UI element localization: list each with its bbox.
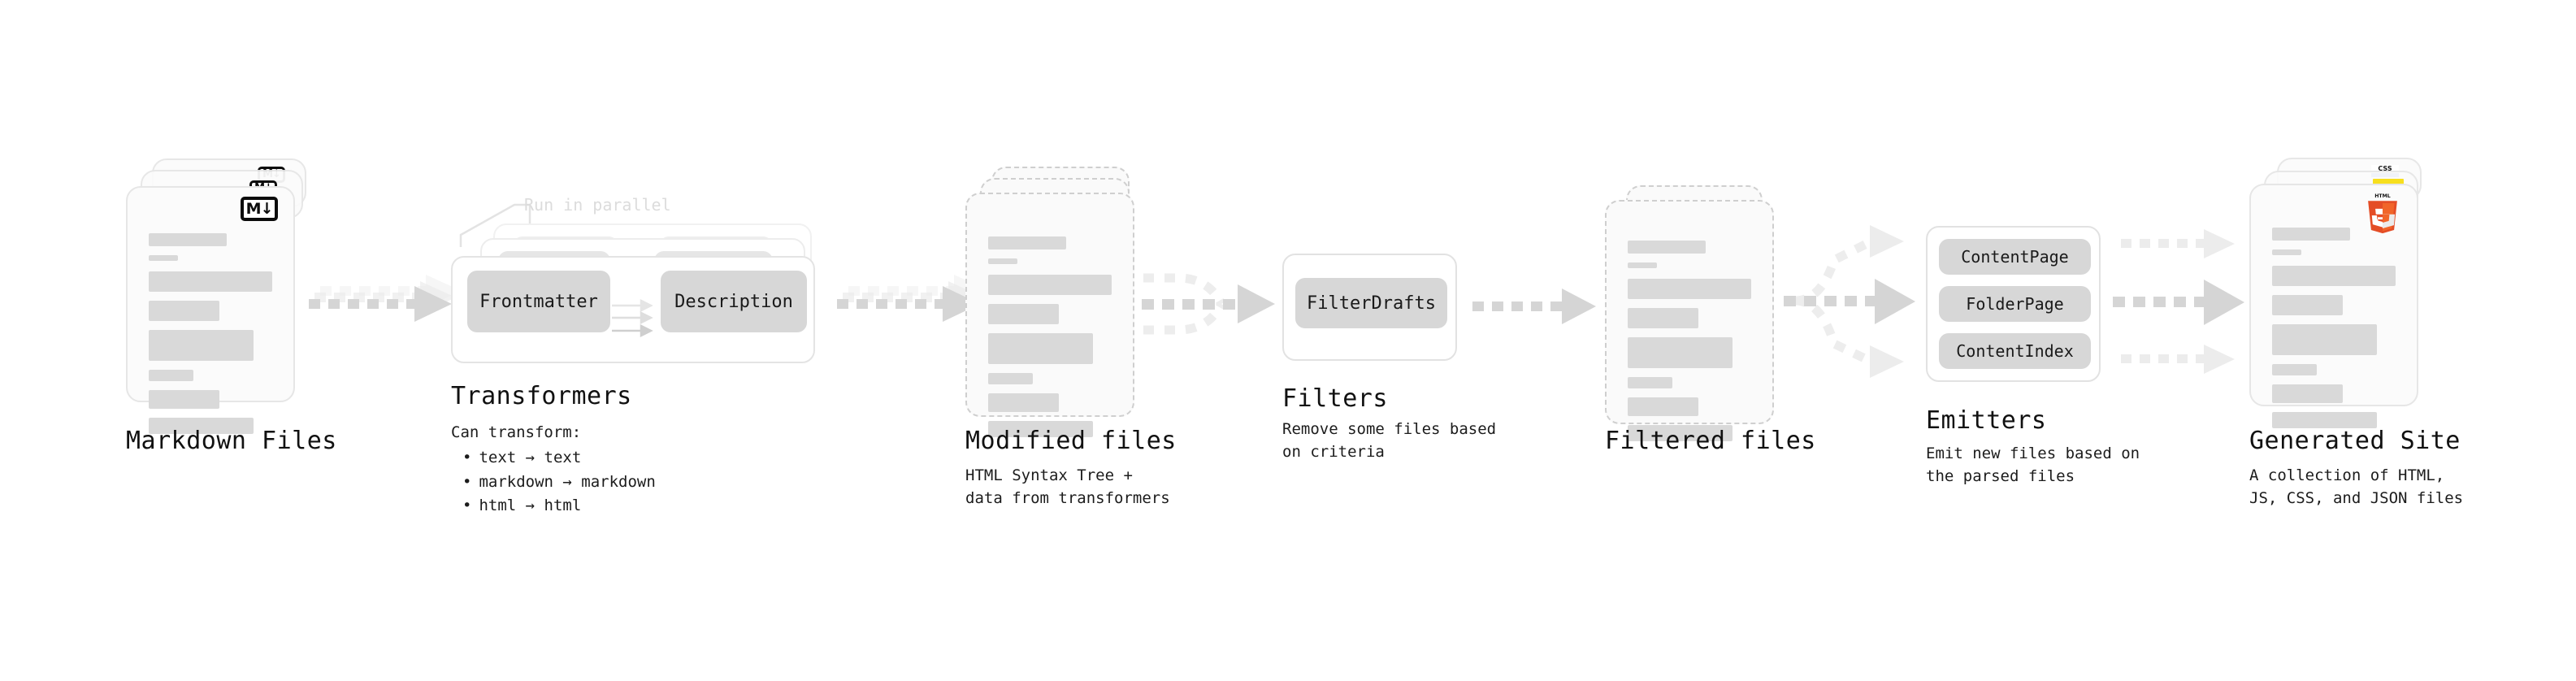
filtered-files-stack bbox=[1605, 185, 1808, 441]
transformer-chip-frontmatter-label: Frontmatter bbox=[479, 291, 598, 312]
markdown-files-title: Markdown Files bbox=[126, 427, 337, 455]
content-bar bbox=[988, 258, 1018, 264]
emitters-chip-contentindex-label: ContentIndex bbox=[1956, 341, 2074, 361]
content-bar bbox=[1628, 397, 1698, 416]
arrow-filtered-to-emitters bbox=[1784, 225, 1915, 378]
arrow-markdown-to-transformers bbox=[309, 275, 462, 322]
content-bar bbox=[988, 393, 1059, 412]
transformer-chip-description: Description bbox=[661, 271, 807, 332]
content-bar bbox=[149, 390, 219, 409]
arrow-emitters-to-generated bbox=[2113, 229, 2244, 374]
modified-content-bars bbox=[988, 236, 1112, 446]
emitters-subtitle: Emit new files based on the parsed files bbox=[1926, 445, 2140, 485]
content-bar bbox=[988, 421, 1094, 437]
emitters-title: Emitters bbox=[1926, 406, 2047, 435]
arrow-modified-to-filters bbox=[1142, 273, 1275, 335]
transformers-bullet-item: text → text bbox=[462, 446, 656, 470]
transformers-bullets-heading: Can transform: bbox=[451, 423, 582, 441]
content-bar bbox=[988, 373, 1033, 384]
emitters-chip-contentindex[interactable]: ContentIndex bbox=[1939, 333, 2091, 369]
content-bar bbox=[149, 301, 219, 321]
content-bar bbox=[149, 233, 227, 246]
filters-panel: FilterDrafts bbox=[1282, 254, 1457, 361]
content-bar bbox=[988, 304, 1059, 324]
content-bar bbox=[1628, 337, 1733, 368]
content-bar bbox=[2272, 228, 2350, 241]
filters-title: Filters bbox=[1282, 384, 1388, 413]
transformers-bullets: Can transform: text → text markdown → ma… bbox=[451, 421, 656, 518]
markdown-card-front bbox=[126, 186, 295, 434]
content-bar bbox=[2272, 412, 2378, 428]
content-bar bbox=[2272, 249, 2302, 255]
content-bar bbox=[149, 370, 193, 381]
html5-icon: HTML bbox=[2368, 193, 2397, 234]
filters-chip-filterdrafts-label: FilterDrafts bbox=[1307, 293, 1436, 314]
content-bar bbox=[1628, 425, 1733, 441]
content-bar bbox=[149, 255, 179, 261]
generated-site-subtitle: A collection of HTML, JS, CSS, and JSON … bbox=[2249, 466, 2464, 507]
content-bar bbox=[149, 418, 254, 434]
modified-files-stack bbox=[965, 167, 1169, 437]
generated-content-bars bbox=[2272, 228, 2396, 437]
emitters-chip-folderpage-label: FolderPage bbox=[1966, 294, 2064, 314]
run-in-parallel-note: Run in parallel bbox=[524, 195, 671, 215]
filtered-files-title: Filtered files bbox=[1605, 427, 1816, 455]
emitters-chip-contentpage[interactable]: ContentPage bbox=[1939, 239, 2091, 275]
content-bar bbox=[988, 275, 1112, 295]
content-bar bbox=[149, 330, 254, 361]
arrow-filters-to-filtered bbox=[1472, 288, 1596, 324]
modified-files-title: Modified files bbox=[965, 427, 1177, 455]
transformers-title: Transformers bbox=[451, 382, 632, 410]
modified-files-subtitle: HTML Syntax Tree + data from transformer… bbox=[965, 466, 1170, 507]
generated-site-stack: CSS HTML bbox=[2249, 158, 2452, 428]
content-bar bbox=[1628, 241, 1706, 254]
filtered-card-front bbox=[1605, 200, 1774, 441]
filters-subtitle: Remove some files based on criteria bbox=[1282, 420, 1497, 461]
markdown-content-bars bbox=[149, 233, 272, 443]
content-bar bbox=[2272, 324, 2378, 355]
transformers-stack: Frontmatter Description bbox=[451, 223, 833, 370]
markdown-files-stack: M↓ M↓ M↓ bbox=[126, 158, 313, 434]
content-bar bbox=[2272, 384, 2343, 403]
emitters-chip-contentpage-label: ContentPage bbox=[1961, 247, 2069, 267]
content-bar bbox=[2272, 295, 2343, 315]
content-bar bbox=[2272, 266, 2396, 286]
generated-site-title: Generated Site bbox=[2249, 427, 2461, 455]
emitters-chip-folderpage[interactable]: FolderPage bbox=[1939, 286, 2091, 322]
transformer-inner-arrows bbox=[612, 298, 653, 338]
emitters-panel: ContentPage FolderPage ContentIndex bbox=[1926, 226, 2101, 382]
content-bar bbox=[1628, 377, 1672, 388]
content-bar bbox=[149, 271, 272, 292]
markdown-icon: M↓ bbox=[241, 197, 278, 221]
svg-text:HTML: HTML bbox=[2374, 193, 2391, 199]
content-bar bbox=[1628, 308, 1698, 328]
transformer-chip-frontmatter: Frontmatter bbox=[467, 271, 610, 332]
transformers-bullet-item: markdown → markdown bbox=[462, 471, 655, 494]
transformers-bullet-item: html → html bbox=[462, 494, 656, 518]
transformer-chip-description-label: Description bbox=[674, 291, 793, 312]
modified-card-front bbox=[965, 193, 1134, 437]
filtered-content-bars bbox=[1628, 241, 1751, 450]
filters-chip-filterdrafts[interactable]: FilterDrafts bbox=[1295, 278, 1447, 328]
content-bar bbox=[1628, 279, 1751, 299]
content-bar bbox=[1628, 262, 1658, 268]
content-bar bbox=[2272, 364, 2317, 375]
content-bar bbox=[988, 333, 1094, 364]
run-in-parallel-bracket bbox=[459, 203, 531, 247]
content-bar bbox=[988, 236, 1066, 249]
